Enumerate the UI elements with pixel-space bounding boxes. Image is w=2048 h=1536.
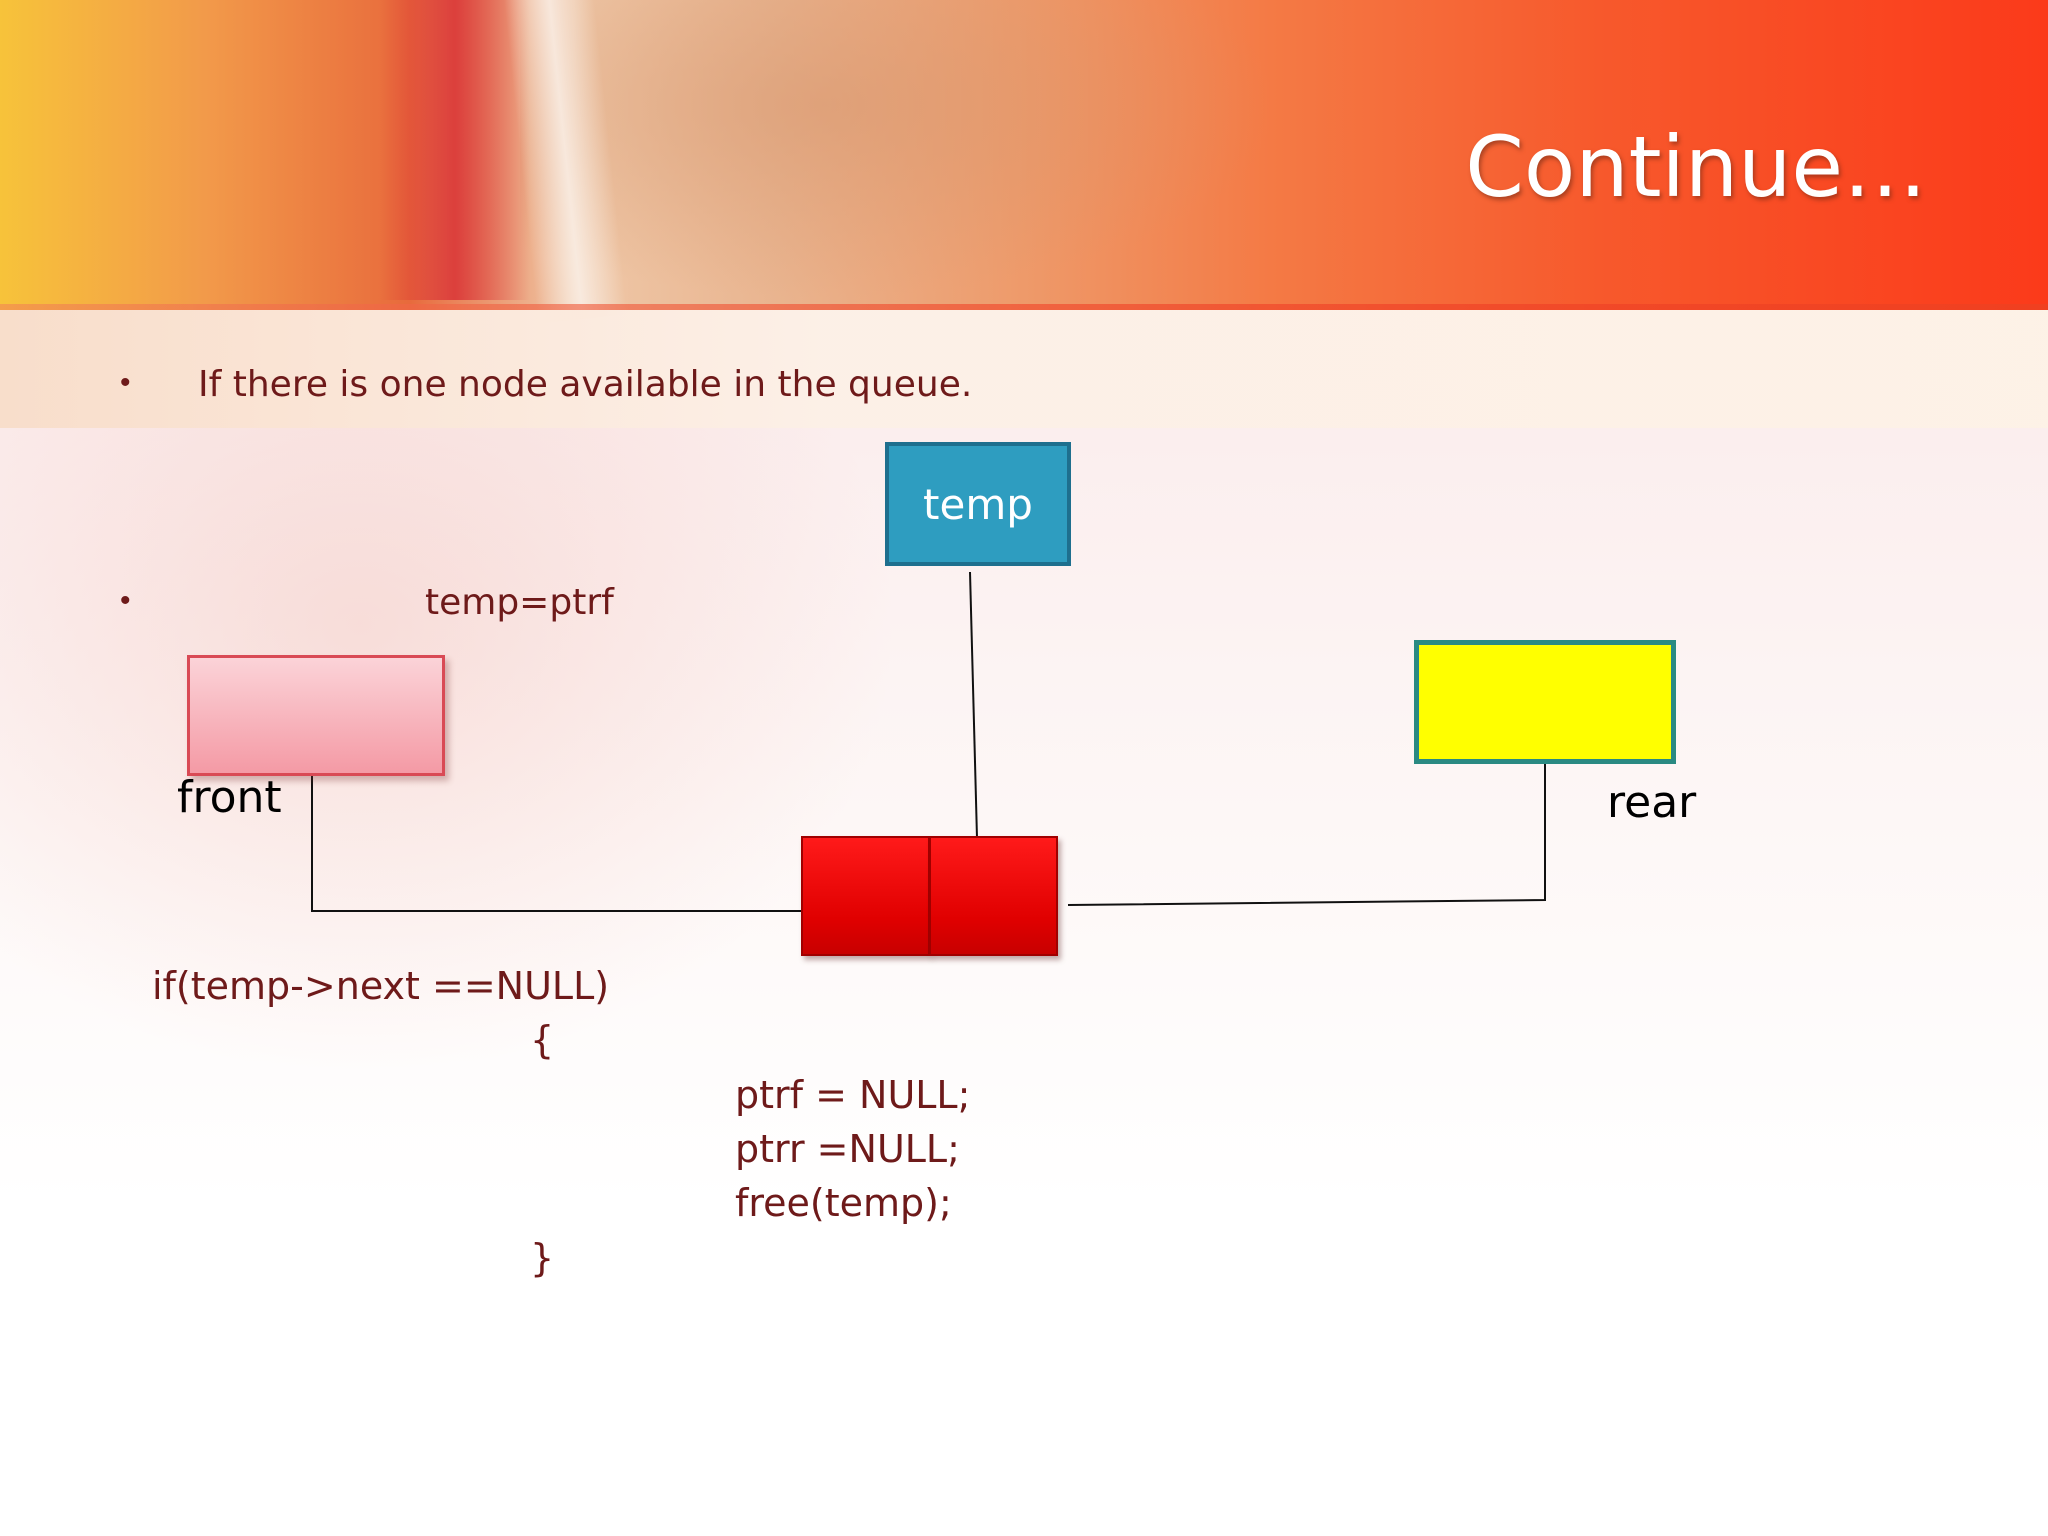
temp-pointer-box: temp [885,442,1071,566]
bullet-text-temp-assign: temp=ptrf [425,582,614,623]
temp-label: temp [923,479,1033,529]
header-photo-red-strip [380,0,530,300]
front-connector [311,770,801,912]
code-line-ptrr: ptrr =NULL; [735,1127,960,1171]
code-line-open-brace: { [530,1018,555,1062]
rear-pointer-box [1414,640,1676,764]
header-photo-shade [520,0,1280,300]
code-line-ptrf: ptrf = NULL; [735,1073,971,1117]
queue-node-data-cell [801,836,930,956]
rear-label: rear [1607,777,1697,828]
code-line-free: free(temp); [735,1181,952,1225]
front-label: front [177,772,282,823]
slide-title: Continue… [1465,118,1927,216]
queue-node-next-cell [929,836,1058,956]
body-glow [0,428,900,1078]
header-divider [0,304,2048,310]
temp-connector [969,571,978,839]
front-pointer-box [187,655,445,776]
code-line-if: if(temp->next ==NULL) [152,964,610,1008]
rear-connector [1067,762,1546,906]
body-background [0,428,2048,1536]
code-line-close-brace: } [530,1236,555,1280]
bullet-text-one-node: If there is one node available in the qu… [198,364,973,405]
content-band [0,310,2048,428]
bullet-marker: • [120,366,131,399]
bullet-marker: • [120,584,131,617]
